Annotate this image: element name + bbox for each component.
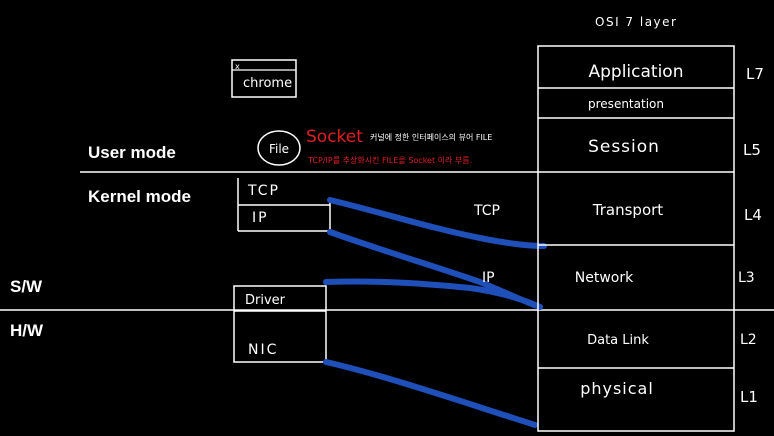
layer-network: Network [575,270,634,286]
user-mode-label: User mode [88,143,176,162]
socket-note-line2: TCP/IP를 추상화시킨 FILE을 Socket 이라 부름. [307,155,472,165]
chrome-label: chrome [243,76,292,91]
layer-data-link: Data Link [587,333,649,348]
connectors [323,197,547,428]
protocol-ip-label: IP [482,270,495,286]
connector-nic-physical [323,359,538,428]
osi-title: OSI 7 layer [595,15,677,29]
connector-tcp-transport [327,197,547,249]
layer-transport: Transport [592,201,664,219]
layer-physical: physical [580,379,654,398]
level-l3: L3 [738,270,755,286]
layer-presentation: presentation [588,97,664,111]
level-l2: L2 [740,332,757,348]
kernel-ip-label: IP [252,210,269,226]
hardware-stack: Driver NIC [233,285,327,363]
connector-driver-network [323,278,543,310]
hardware-label: H/W [10,321,44,340]
level-l7: L7 [746,65,764,83]
socket-note-line1: 커널에 정한 인터페이스의 뷰어 FILE [370,132,492,142]
layer-session: Session [588,137,660,157]
osi-stack-frame [537,45,735,432]
chrome-window: x chrome [231,59,297,98]
socket-title: Socket [306,127,363,147]
chrome-window-frame [231,59,297,98]
file-circle [257,130,301,166]
layer-application: Application [589,62,684,82]
kernel-tcp-ip-stack: TCP IP [237,178,331,232]
nic-label: NIC [248,342,278,358]
osi-stack: Application presentation Session Transpo… [537,45,735,432]
kernel-tcp-label: TCP [247,183,280,199]
protocol-tcp-label: TCP [473,203,500,219]
driver-label: Driver [245,293,286,308]
level-l1: L1 [740,388,758,406]
file-label: File [269,142,289,156]
level-l5: L5 [743,141,761,159]
kernel-mode-label: Kernel mode [88,187,191,206]
software-label: S/W [10,277,43,296]
level-l4: L4 [744,206,762,224]
close-icon: x [235,62,240,71]
